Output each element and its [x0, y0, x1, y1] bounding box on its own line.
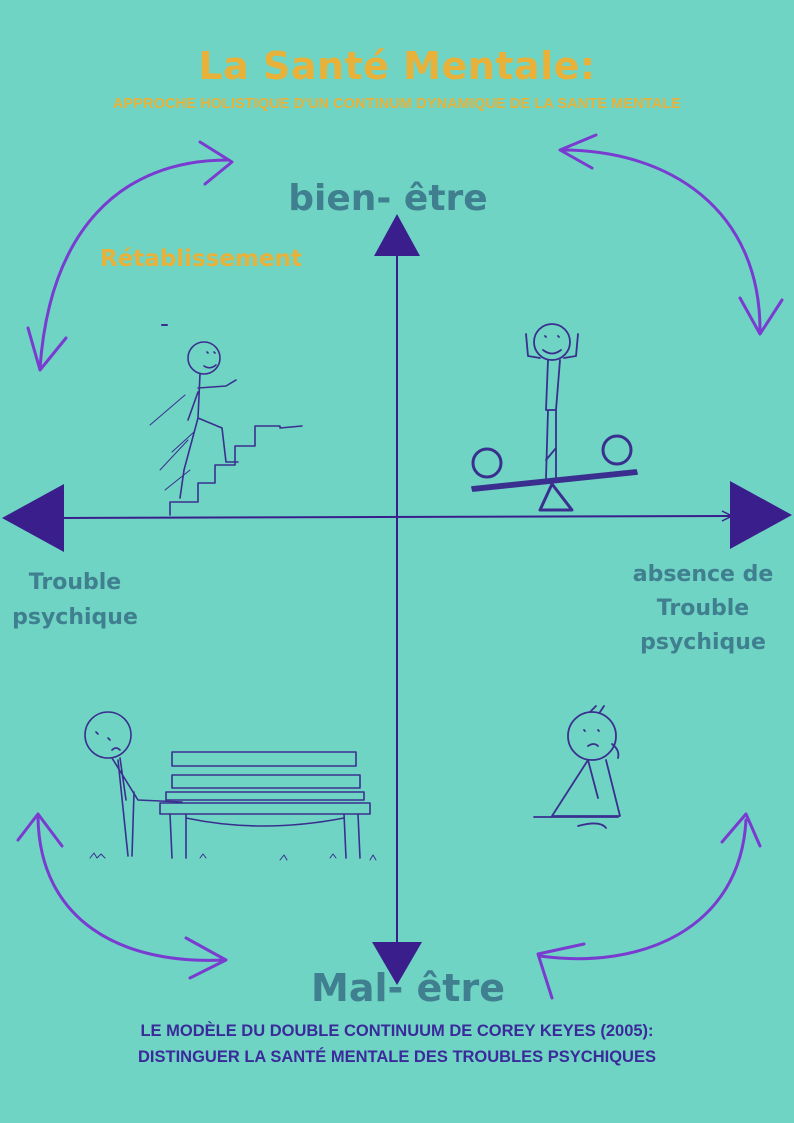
- axis-label-no-disorder-line2: Trouble: [656, 596, 750, 621]
- cycle-arrows: [16, 133, 784, 1000]
- footer-caption-line1: LE MODÈLE DU DOUBLE CONTINUUM DE COREY K…: [140, 1022, 654, 1040]
- axis-label-disorder-line1: Trouble: [28, 570, 122, 595]
- climber-face: [203, 351, 217, 369]
- pensive-face: [583, 705, 620, 759]
- sad-face: [95, 731, 121, 751]
- curved-arrow-top-right-head-start: [558, 133, 598, 170]
- curved-arrow-bottom-left: [36, 816, 226, 962]
- seesaw-fulcrum: [538, 482, 574, 512]
- curved-arrow-bottom-right-head-start: [536, 942, 586, 1000]
- curved-arrow-top-left-head-start: [198, 140, 234, 186]
- stairs: [169, 425, 303, 516]
- balancer-body: [545, 359, 561, 479]
- grass: [89, 852, 377, 861]
- bench-back: [165, 751, 365, 801]
- arrow-up: [374, 214, 420, 256]
- bench-legs: [169, 813, 361, 859]
- balancer-arms: [525, 333, 579, 359]
- curved-arrow-bottom-right: [538, 818, 748, 961]
- arrow-right: [730, 481, 792, 549]
- pensive-head: [567, 711, 617, 761]
- figure-climbing-stairs: [149, 324, 303, 516]
- arrow-right-tip: [721, 510, 734, 522]
- axis-label-illbeing: Mal- être: [311, 966, 505, 1010]
- bench-seat: [159, 802, 371, 815]
- curved-arrow-bottom-right-head-end: [720, 812, 762, 848]
- motion-lines: [149, 394, 195, 491]
- seesaw-plank: [471, 469, 638, 492]
- curved-arrow-top-right: [560, 148, 762, 332]
- arrow-down: [372, 942, 422, 985]
- climber-head: [187, 341, 221, 375]
- pensive-body: [551, 759, 621, 817]
- arrow-left: [2, 484, 64, 552]
- footer-caption: LE MODÈLE DU DOUBLE CONTINUUM DE COREY K…: [0, 1018, 794, 1070]
- axis-label-disorder: Trouble psychique: [0, 565, 150, 635]
- figure-balancing: [471, 323, 638, 512]
- curved-arrow-bottom-left-head-end: [184, 936, 228, 980]
- page-subtitle: APPROCHE HOLISTIQUE D'UN CONTINUM DYNAMI…: [112, 96, 681, 112]
- climber-body: [179, 373, 239, 499]
- horizontal-axis: [59, 515, 731, 519]
- axis-label-no-disorder-line1: absence de: [632, 562, 774, 587]
- axis-label-wellbeing: bien- être: [288, 178, 488, 219]
- axis-label-disorder-line2: psychique: [12, 605, 138, 630]
- curved-arrow-top-right-head-end: [738, 296, 784, 336]
- footer-caption-line2: DISTINGUER LA SANTÉ MENTALE DES TROUBLES…: [138, 1048, 656, 1066]
- page-title: La Santé Mentale:: [198, 44, 596, 88]
- recovery-label: Rétablissement: [100, 246, 302, 272]
- balancer-face: [542, 335, 562, 355]
- balancer-head: [533, 323, 571, 361]
- pensive-ground: [533, 816, 619, 829]
- seesaw-weight-right: [601, 434, 633, 466]
- sad-head: [84, 711, 132, 759]
- figure-sad-bench: [84, 711, 377, 861]
- axes: [2, 214, 792, 985]
- curved-arrow-top-left: [38, 158, 230, 370]
- seesaw-weight-left: [471, 447, 503, 479]
- curved-arrow-bottom-left-head-start: [16, 812, 64, 848]
- figure-pensive: [533, 705, 621, 829]
- axis-label-no-disorder: absence de Trouble psychique: [620, 558, 786, 660]
- sad-body: [111, 757, 183, 857]
- curved-arrow-top-left-head-end: [26, 326, 68, 372]
- axis-label-no-disorder-line3: psychique: [640, 630, 766, 655]
